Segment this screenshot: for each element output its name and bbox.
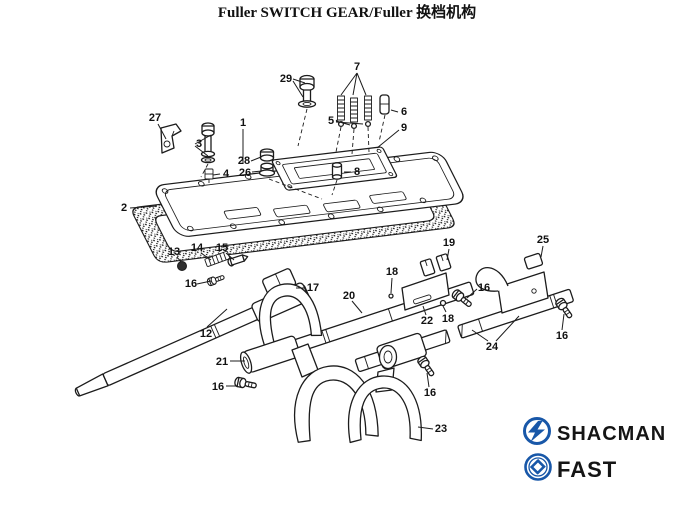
callout-27: 27 — [149, 112, 161, 124]
set-screw-16-a — [205, 272, 226, 287]
plug-8 — [331, 162, 343, 180]
callout-16-d: 16 — [212, 381, 224, 393]
callout-6: 6 — [401, 106, 407, 118]
callout-4: 4 — [223, 168, 230, 180]
callout-2: 2 — [121, 202, 127, 214]
clamp-25 — [475, 252, 549, 314]
callout-18-b: 18 — [442, 313, 454, 325]
clip-22 — [413, 294, 432, 305]
callout-24: 24 — [486, 341, 499, 353]
callout-29: 29 — [280, 73, 292, 85]
bolt-16-e — [415, 354, 438, 379]
detent-springs-7 — [337, 95, 372, 123]
callout-26: 26 — [239, 167, 251, 179]
shacman-logo: SHACMAN — [523, 417, 666, 445]
callout-19: 19 — [443, 237, 455, 249]
nut-28-26 — [258, 148, 276, 177]
callout-23: 23 — [435, 423, 447, 435]
leader-lines — [129, 72, 565, 430]
callout-3: 3 — [196, 138, 202, 150]
bolt-16-d — [233, 376, 258, 391]
fast-logo-icon — [524, 453, 552, 481]
callout-7: 7 — [354, 61, 360, 73]
callout-8: 8 — [354, 166, 360, 178]
callout-22: 22 — [421, 315, 433, 327]
callout-16-b: 16 — [478, 282, 490, 294]
callout-28: 28 — [238, 155, 250, 167]
clip-4 — [204, 168, 214, 183]
shacman-logo-icon — [523, 417, 551, 445]
shift-fork-17 — [251, 268, 323, 347]
callout-14: 14 — [191, 242, 204, 254]
callout-13: 13 — [168, 246, 180, 258]
callout-25: 25 — [537, 234, 549, 246]
pin-18-b — [439, 299, 447, 307]
shift-fork-23 — [348, 332, 427, 444]
bolt-29 — [297, 74, 317, 108]
pin-18-a — [388, 293, 394, 299]
callout-21: 21 — [216, 356, 228, 368]
bracket-27 — [160, 123, 182, 154]
callout-5: 5 — [328, 115, 334, 127]
detent-block-19 — [401, 253, 452, 311]
shacman-logo-text: SHACMAN — [557, 423, 666, 445]
projection-lines — [200, 108, 386, 200]
detent-ball-13 — [177, 261, 187, 271]
callout-15: 15 — [216, 242, 228, 254]
callout-18-a: 18 — [386, 266, 398, 278]
callout-16-a: 16 — [185, 278, 197, 290]
callout-1: 1 — [240, 117, 246, 129]
bolt-3 — [200, 122, 216, 164]
callout-16-e: 16 — [424, 387, 436, 399]
callout-17: 17 — [307, 282, 319, 294]
fast-logo-text: FAST — [557, 457, 617, 482]
callout-20: 20 — [343, 290, 355, 302]
fast-logo: FAST — [524, 453, 617, 482]
plate-slots — [223, 191, 407, 220]
part-callouts: 29 7 5 6 9 1 27 3 28 26 4 8 2 13 14 15 1… — [121, 61, 568, 435]
callout-12: 12 — [200, 328, 212, 340]
callout-16-c: 16 — [556, 330, 568, 342]
page-title: Fuller SWITCH GEAR/Fuller 换档机构 — [218, 3, 476, 21]
pin-6 — [379, 94, 390, 115]
callout-9: 9 — [401, 122, 407, 134]
plunger-15 — [227, 254, 249, 267]
shift-fork-hub-21 — [239, 335, 379, 443]
